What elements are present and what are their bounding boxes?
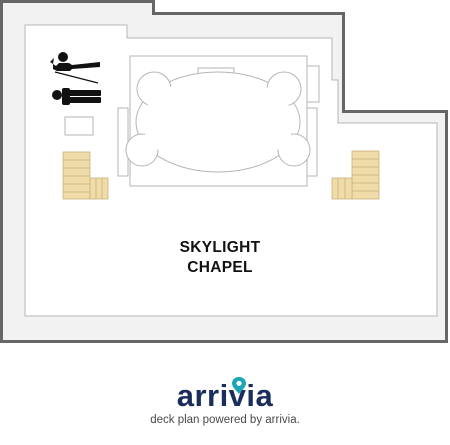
floor-plan [0,0,448,343]
powered-by-text: deck plan powered by arrivia. [150,414,300,426]
room-label-line2: CHAPEL [187,259,253,276]
stairs-icon [62,151,109,200]
skylight-structure [117,55,320,187]
fixture-box [64,116,94,136]
logo-text: arrivia [177,378,274,410]
restroom-icon [50,52,101,105]
arrivia-logo: arrivia [177,377,274,410]
room-label-line1: SKYLIGHT [179,239,261,256]
stairs-icon [331,150,380,200]
